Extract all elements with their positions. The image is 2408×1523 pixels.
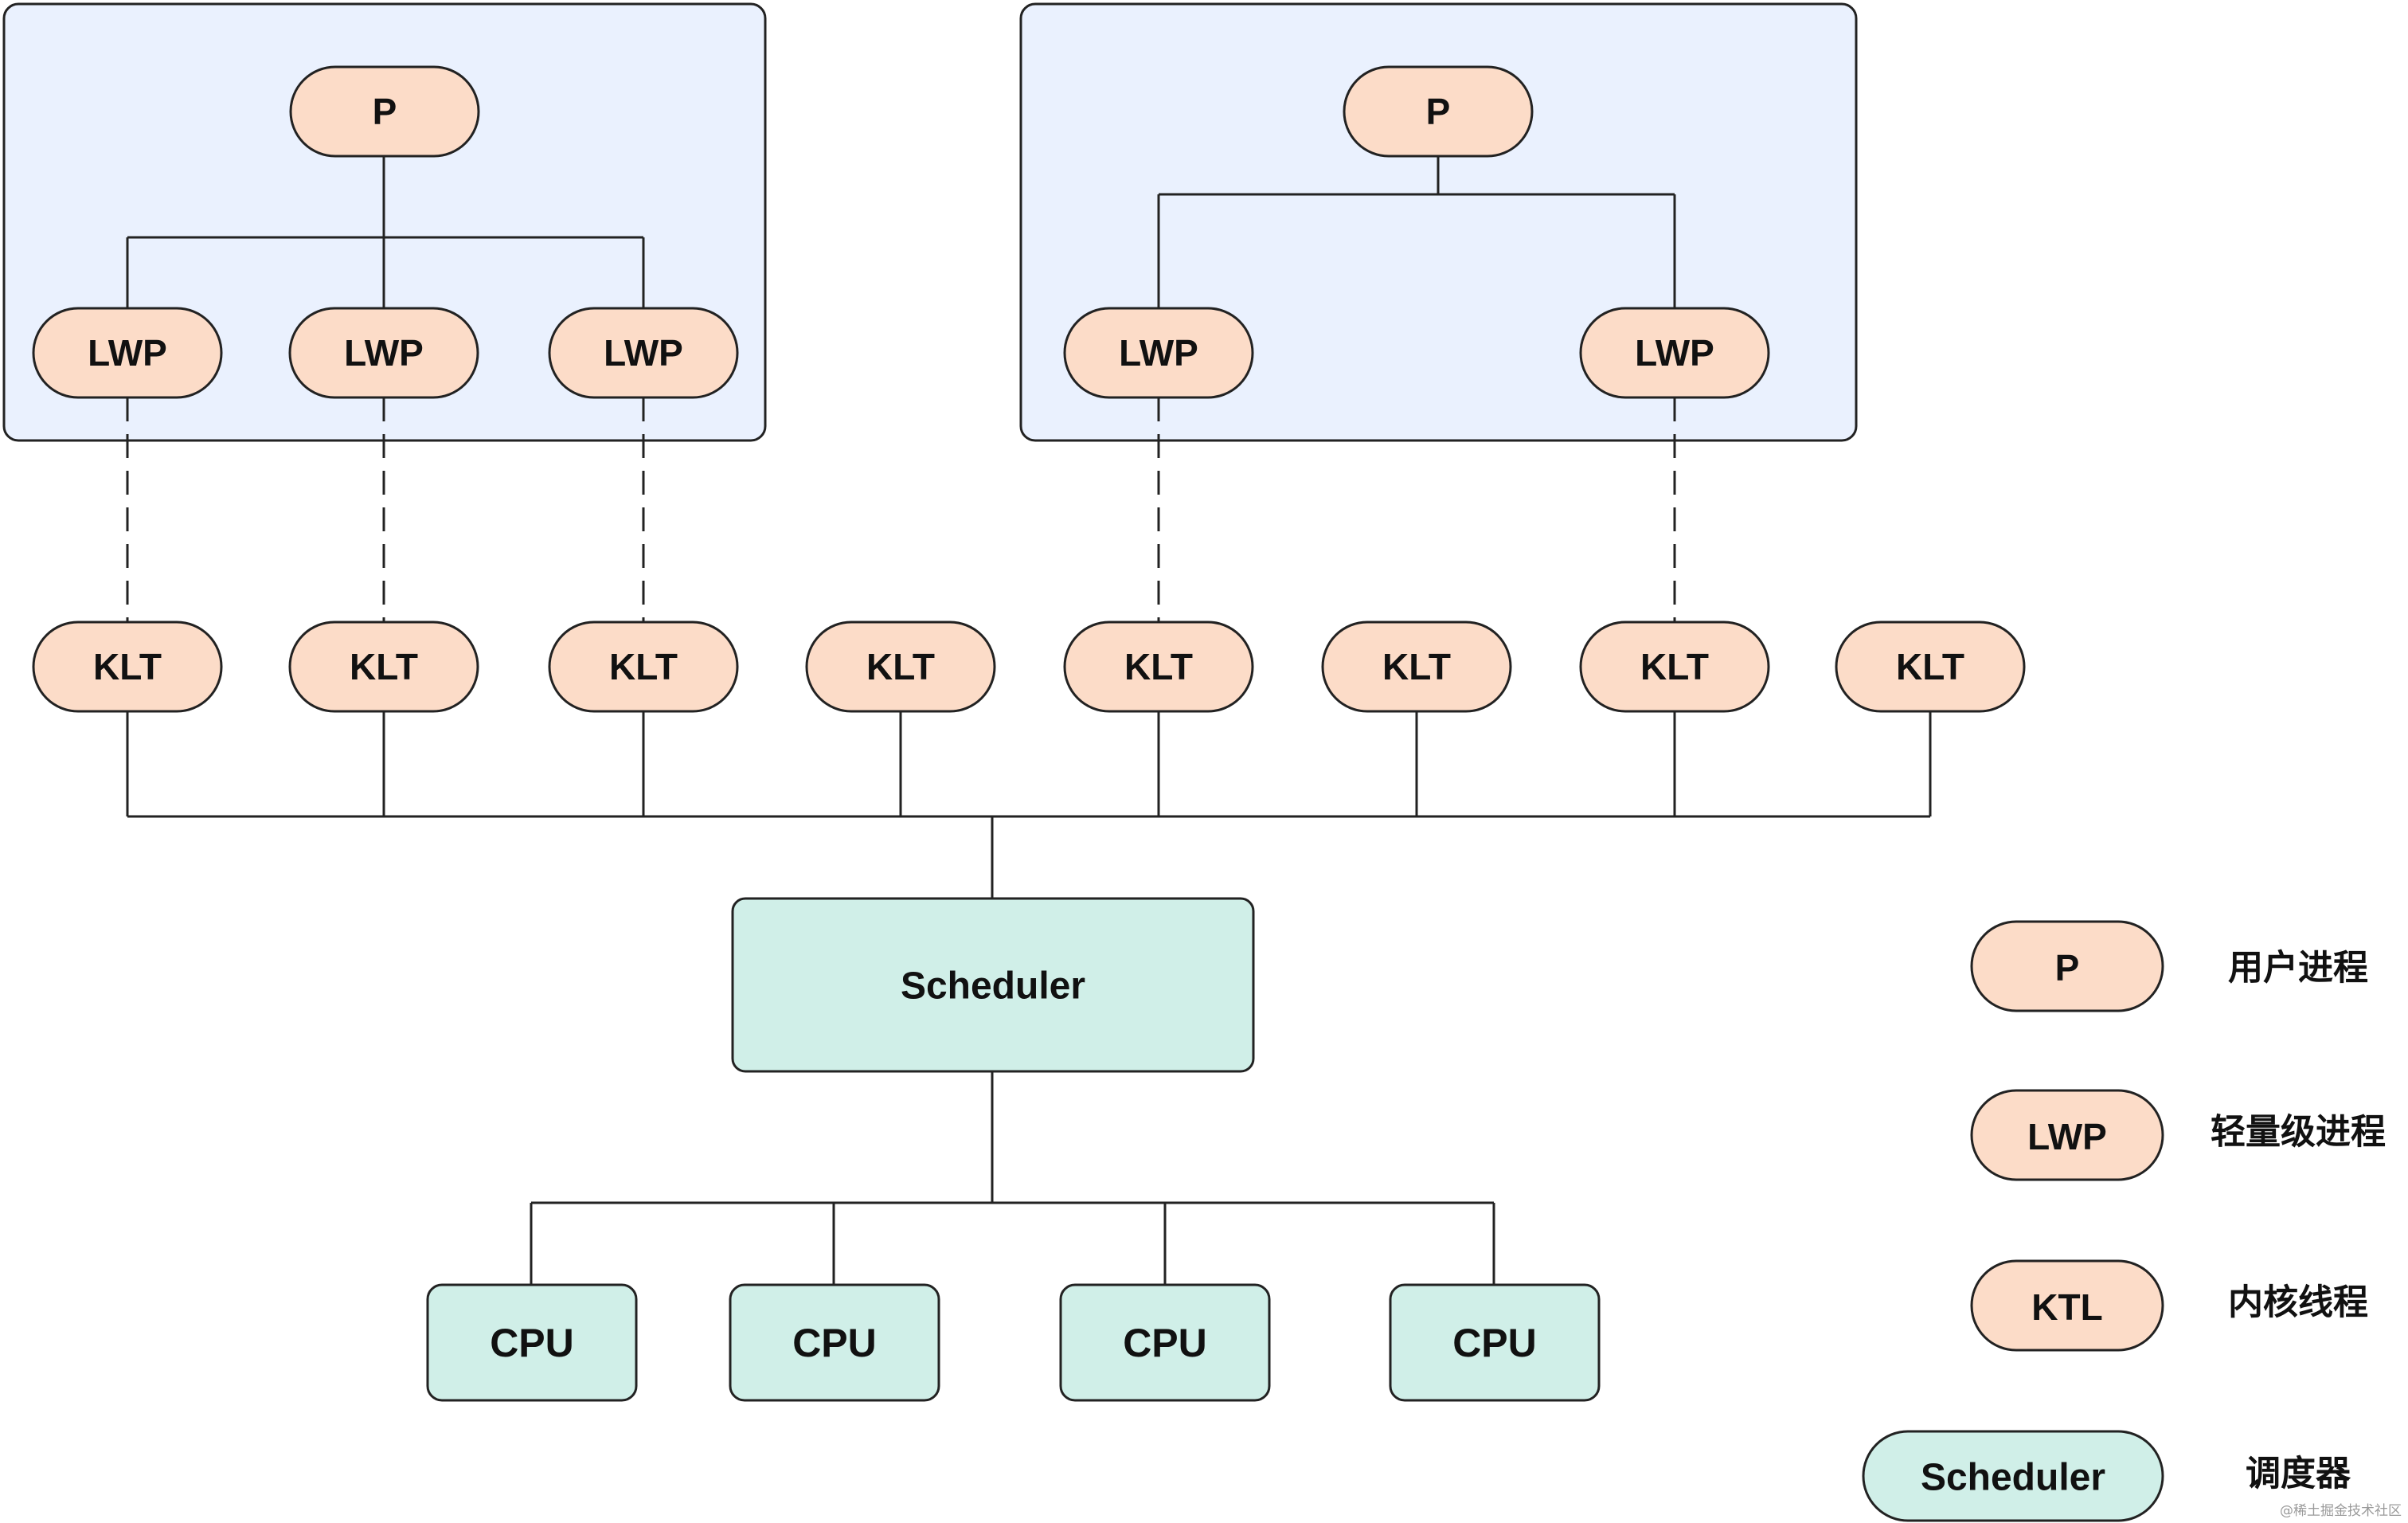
legend-symbol-label: P: [2055, 947, 2080, 989]
p-node-label: P: [373, 91, 397, 132]
p-node-label: P: [1426, 91, 1451, 132]
klt-node-label: KLT: [1896, 646, 1964, 687]
lwp-node-label: LWP: [88, 332, 167, 374]
klt-node-label: KLT: [1382, 646, 1451, 687]
lwp-node: LWP: [32, 307, 223, 399]
legend-description: 调度器: [2246, 1454, 2351, 1494]
cpu-node: CPU: [1059, 1283, 1271, 1402]
lwp-node-label: LWP: [604, 332, 683, 374]
p-node: P: [1343, 65, 1534, 158]
klt-node-label: KLT: [1640, 646, 1709, 687]
cpu-node: CPU: [729, 1283, 940, 1402]
klt-node: KLT: [548, 621, 739, 713]
legend-item-ktl: KTL 内核线程: [1970, 1259, 2368, 1352]
lwp-node-label: LWP: [1119, 332, 1198, 374]
klt-node-label: KLT: [1124, 646, 1193, 687]
klt-node: KLT: [1063, 621, 1254, 713]
cpu-label: CPU: [1452, 1321, 1537, 1365]
lwp-klt-mappings: [126, 397, 1676, 622]
legend-symbol: [1970, 1259, 2164, 1352]
legend-symbol: [1970, 920, 2164, 1012]
lwp-node-label: LWP: [1635, 332, 1714, 374]
legend-description: 内核线程: [2228, 1282, 2368, 1323]
legend-symbol-label: Scheduler: [1921, 1457, 2105, 1499]
cpu-label: CPU: [1123, 1321, 1207, 1365]
p-node: P: [289, 65, 480, 158]
legend: P 用户进程 LWP 轻量级进程 KTL 内核线程 Scheduler 调度器: [1862, 920, 2386, 1522]
lwp-node: LWP: [1579, 307, 1770, 399]
legend-item-lwp: LWP 轻量级进程: [1970, 1089, 2386, 1181]
klt-node: KLT: [288, 621, 479, 713]
lwp-node: LWP: [288, 307, 479, 399]
legend-symbol: [1970, 1089, 2164, 1181]
klt-node-label: KLT: [350, 646, 418, 687]
legend-description: 轻量级进程: [2211, 1112, 2386, 1153]
legend-item-p: P 用户进程: [1970, 920, 2368, 1012]
klt-node-label: KLT: [93, 646, 162, 687]
legend-symbol: [1862, 1430, 2164, 1522]
legend-symbol-label: KTL: [2031, 1286, 2102, 1328]
klt-node: KLT: [1321, 621, 1512, 713]
scheduler-node: Scheduler: [731, 897, 1255, 1073]
cpu-node: CPU: [1389, 1283, 1601, 1402]
cpu-label: CPU: [792, 1321, 877, 1365]
lwp-node: LWP: [1063, 307, 1254, 399]
legend-symbol-label: LWP: [2027, 1116, 2107, 1157]
connectors: [126, 156, 1932, 1285]
lwp-node-label: LWP: [344, 332, 424, 374]
cpu-label: CPU: [490, 1321, 574, 1365]
klt-node: KLT: [1579, 621, 1770, 713]
klt-node-label: KLT: [609, 646, 678, 687]
scheduler-label: Scheduler: [901, 965, 1085, 1008]
lwp-node: LWP: [548, 307, 739, 399]
watermark: @稀土掘金技术社区: [2280, 1503, 2402, 1519]
legend-description: 用户进程: [2228, 948, 2368, 989]
klt-node: KLT: [805, 621, 996, 713]
legend-item-scheduler: Scheduler 调度器: [1862, 1430, 2351, 1522]
klt-node: KLT: [32, 621, 223, 713]
klt-node: KLT: [1835, 621, 2026, 713]
cpu-node: CPU: [426, 1283, 638, 1402]
klt-node-label: KLT: [866, 646, 935, 687]
